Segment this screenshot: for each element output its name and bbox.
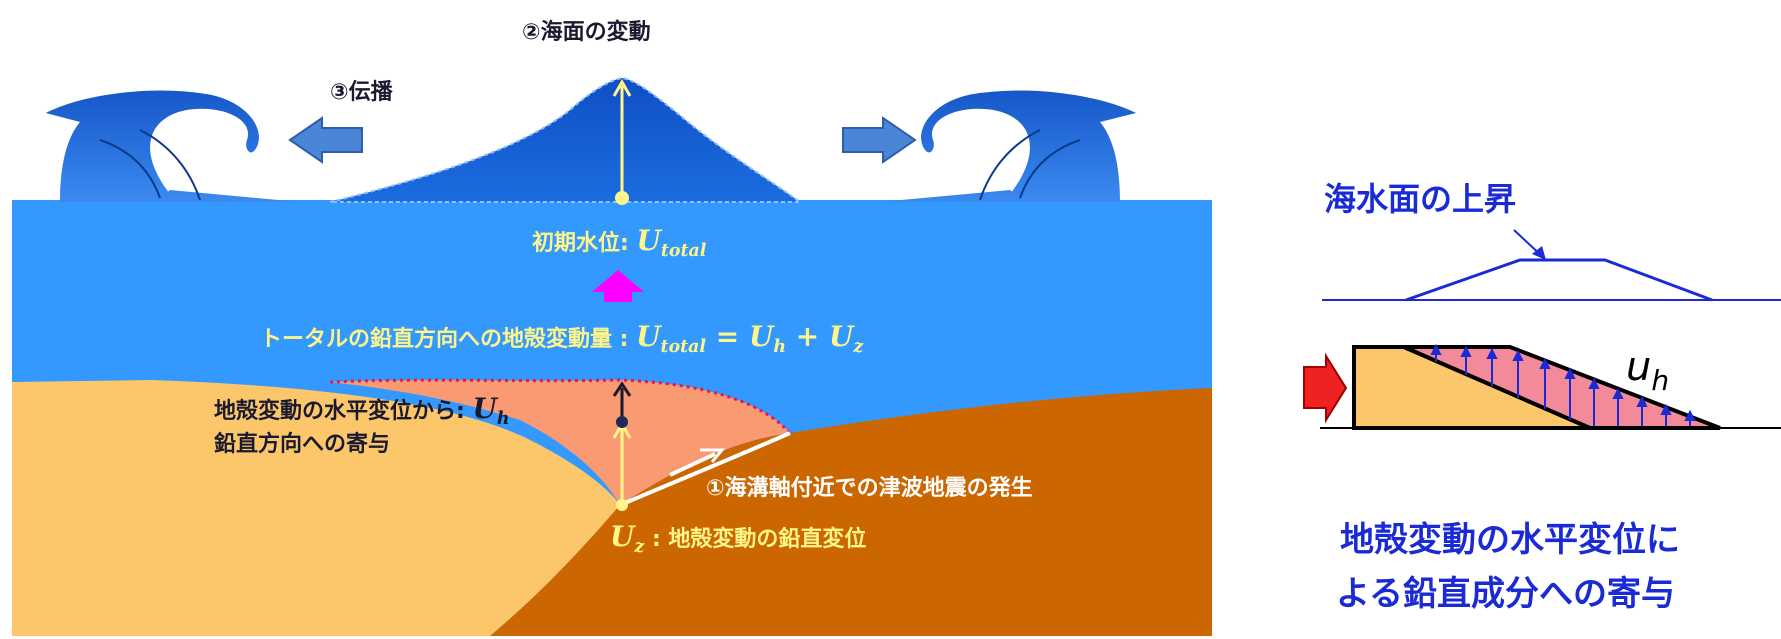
u-total-symbol: Utotal bbox=[636, 224, 707, 262]
vertical-displacement-text: : 地殻変動の鉛直変位 bbox=[644, 527, 867, 552]
uh-arrow-head bbox=[612, 381, 632, 397]
uh-origin-dot bbox=[616, 416, 628, 428]
horizontal-contribution-label: 地殻変動の水平変位から: Uh bbox=[214, 392, 510, 429]
fault-rupture bbox=[619, 431, 791, 507]
horizontal-contribution-line1: 地殻変動の水平変位から: bbox=[214, 399, 473, 424]
tsunami-earthquake-label: ①海溝軸付近での津波地震の発生 bbox=[706, 476, 1033, 501]
arrow-up-icon bbox=[592, 270, 644, 302]
uz-origin-dot bbox=[616, 499, 628, 511]
crust-left bbox=[12, 380, 620, 636]
wave-crest-icon bbox=[40, 85, 300, 202]
push-arrow-icon bbox=[1303, 352, 1348, 424]
total-vertical-displacement-text: トータルの鉛直方向への地殻変動量 : bbox=[260, 327, 637, 352]
slip-arrow bbox=[669, 452, 716, 477]
propagation-label: ③伝播 bbox=[330, 80, 393, 105]
u-h-symbol: Uh bbox=[472, 392, 510, 430]
vertical-displacement-label: Uz : 地殻変動の鉛直変位 bbox=[610, 520, 866, 557]
initial-level-arrow-head bbox=[612, 78, 632, 97]
initial-level-dot bbox=[615, 191, 629, 205]
inset-sea-rise bbox=[1405, 258, 1713, 302]
arrow-left-icon bbox=[288, 116, 363, 164]
uplift-profile bbox=[329, 378, 792, 435]
inset-pointer-head bbox=[1532, 246, 1546, 260]
u-z-symbol: Uz bbox=[610, 520, 645, 558]
inset-caption-line2: よる鉛直成分への寄与 bbox=[1336, 574, 1675, 614]
inset-uplift-arrows bbox=[1430, 343, 1696, 426]
arrow-right-icon bbox=[842, 116, 917, 164]
inset-u-h-symbol: uh bbox=[1626, 344, 1670, 397]
total-equation: Utotal = Uh + Uz bbox=[636, 320, 864, 358]
initial-water-level-text: 初期水位: bbox=[532, 231, 637, 256]
initial-water-level-label: 初期水位: Utotal bbox=[532, 224, 706, 261]
wave-crest-icon bbox=[880, 85, 1142, 202]
horizontal-contribution-line2: 鉛直方向への寄与 bbox=[214, 432, 391, 457]
crust-right bbox=[490, 388, 1212, 636]
water-peak bbox=[329, 76, 804, 203]
slip-arrow-head bbox=[700, 448, 726, 463]
sea-level-rise-label: 海水面の上昇 bbox=[1324, 180, 1517, 218]
sea-surface-change-label: ②海面の変動 bbox=[522, 20, 651, 45]
inset-caption-line1: 地殻変動の水平変位に bbox=[1340, 520, 1680, 560]
total-vertical-displacement-label: トータルの鉛直方向への地殻変動量 : Utotal = Uh + Uz bbox=[260, 320, 863, 357]
uplift-zone bbox=[330, 380, 790, 505]
